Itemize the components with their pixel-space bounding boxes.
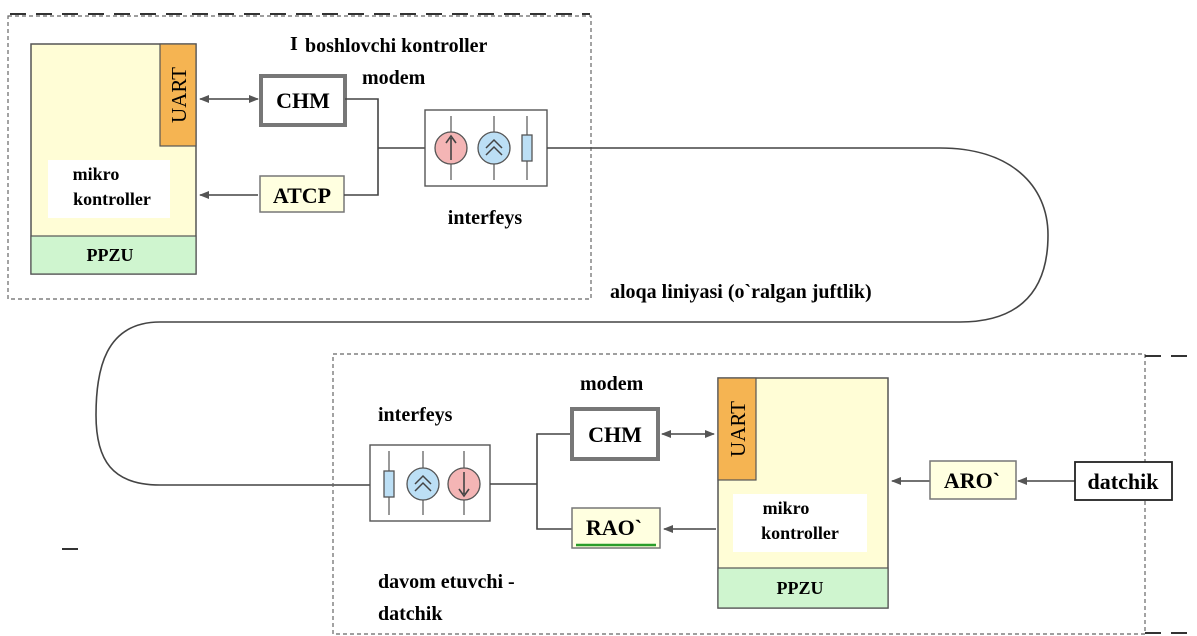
- top-resistor-icon: [521, 134, 533, 162]
- bottom-chm-label: CHM: [588, 422, 642, 447]
- bottom-caption-line1: davom etuvchi -: [378, 571, 515, 593]
- top-station-border: [7, 15, 592, 300]
- bottom-uart-box: [717, 377, 757, 481]
- top-mcu-label-line1: mikro: [73, 164, 120, 184]
- top-station: I boshlovchi kontroller modem UART PPZU …: [7, 13, 592, 300]
- top-atcp-block: [259, 175, 345, 213]
- bottom-memory-label: PPZU: [777, 578, 824, 598]
- bottom-rao-block: [571, 507, 661, 549]
- bottom-mcu-label-line2: kontroller: [761, 523, 839, 543]
- top-atcp-label: ATCP: [273, 183, 331, 208]
- bottom-aro-block: [929, 460, 1017, 500]
- bottom-uart-label: UART: [726, 401, 750, 457]
- line-top-loop: [95, 147, 1049, 486]
- bottom-aro-label: ARO`: [944, 468, 1000, 493]
- top-memory-label: PPZU: [87, 245, 134, 265]
- communication-line: aloqa liniyasi (o`ralgan juftlik): [95, 147, 1049, 486]
- top-mcu-label-bg: [48, 160, 170, 218]
- top-chm-wire: [344, 98, 379, 196]
- bottom-sensor-label: datchik: [1088, 469, 1160, 494]
- bottom-caption-line2: datchik: [378, 603, 443, 625]
- bottom-chm-wire: [536, 433, 572, 530]
- top-modem-label: modem: [362, 67, 426, 89]
- bottom-station: modem interfeys CHM RAO` UART PPZU mikro…: [62, 353, 1197, 635]
- top-chm-block: [259, 74, 347, 127]
- top-chm-label: CHM: [276, 88, 330, 113]
- top-mcu-label-line2: kontroller: [73, 189, 151, 209]
- bottom-mcu-label-bg: [733, 494, 867, 552]
- top-memory-box: [30, 235, 197, 275]
- bottom-mcu-label-line1: mikro: [763, 498, 810, 518]
- bottom-resistor-icon: [383, 470, 395, 498]
- bottom-chm-block: [570, 407, 660, 461]
- top-tick-mark: I: [290, 33, 298, 55]
- top-uart-label: UART: [167, 67, 191, 123]
- bottom-sensor-block: [1074, 461, 1173, 501]
- top-uart-box: [159, 43, 197, 147]
- top-station-title: boshlovchi kontroller: [305, 35, 488, 57]
- top-interface-label: interfeys: [448, 207, 523, 229]
- bottom-memory-box: [717, 567, 889, 609]
- bottom-modem-label: modem: [580, 373, 644, 395]
- bottom-interface-label: interfeys: [378, 404, 453, 426]
- line-label: aloqa liniyasi (o`ralgan juftlik): [610, 281, 872, 303]
- bottom-rao-label: RAO`: [586, 515, 642, 540]
